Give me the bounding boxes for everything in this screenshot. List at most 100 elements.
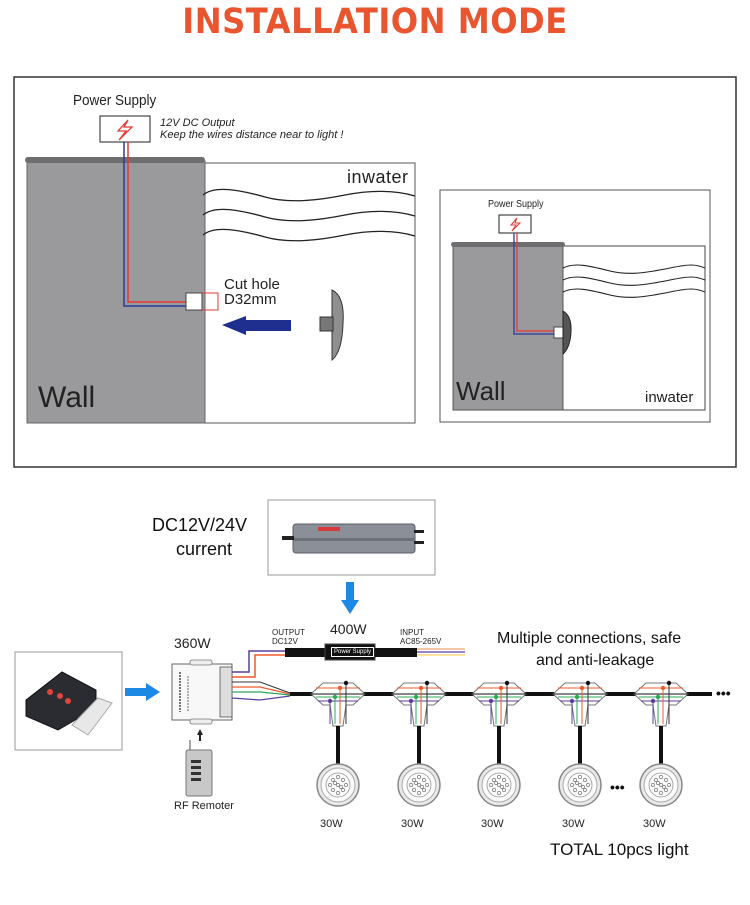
terminal-dot-purple [488,698,494,704]
led-dot [341,778,345,782]
output-note-line2: Keep the wires distance near to light ! [160,129,344,141]
led-dot [664,778,668,782]
out-wire-black [232,681,291,694]
inset-water-area [562,245,706,411]
terminal-dot-green [493,694,499,700]
pool-lights [316,763,683,807]
terminal-dot-orange [660,685,666,691]
dc-cable [285,648,325,657]
controller-photo [14,651,123,751]
water-area [204,162,416,424]
power-supply-box [99,115,151,143]
led-dot [344,783,348,787]
led-dot [662,785,666,789]
terminal-dot-purple [650,698,656,704]
pool-light-side-icon [331,289,344,362]
remote-controller-box [171,659,233,725]
right-arrow-icon [125,683,160,701]
wall-top-cap [25,157,205,163]
rf-remote-label: RF Remoter [174,800,234,812]
led-dot [328,783,332,787]
input-label-line2: AC85-265V [400,637,442,646]
ac-cable [375,648,417,657]
water-wave-1 [202,188,416,202]
main-installation-diagram [25,115,416,424]
junction-shell [471,682,527,727]
led-dot [412,778,416,782]
inset-wire-red [516,233,556,332]
inset-power-supply-box [498,214,532,234]
led-dot [664,788,668,792]
remote-button [191,772,201,775]
hole-dimension-marker [202,292,219,311]
inset-water-label: inwater [645,389,694,406]
power-supply-cable-right-1 [414,530,424,533]
terminal-dot-black [504,680,510,686]
led-dot [583,788,587,792]
out-wire-orange [232,686,291,695]
controller-tab-top [189,659,213,666]
terminal-dot-orange [498,685,504,691]
total-lights-label: TOTAL 10pcs light [550,840,689,859]
supply-caption-voltage: DC12V/24V [152,515,248,535]
led-dot [494,781,498,785]
water-label: inwater [347,167,409,187]
led-dot [414,781,418,785]
inset-installed-diagram [439,189,711,423]
led-dot [497,783,501,787]
dc-wire-orange [232,654,285,678]
pool-light-icon [558,763,602,807]
junction-box [391,680,447,768]
power-supply-cable-left [282,536,294,540]
led-dot [573,788,577,792]
power-supply-power-label: 400W [330,621,367,637]
led-dot [336,783,340,787]
water-wave-2 [202,208,416,222]
out-wire-purple [231,695,291,701]
water-wave-3 [202,228,416,242]
led-dot [492,778,496,782]
led-dot [654,778,658,782]
led-ring [486,772,512,798]
junction-shell [633,682,689,727]
out-wire-green [232,691,291,696]
led-dot [651,783,655,787]
light-power-label: 30W [481,818,504,830]
led-ring [648,772,674,798]
wall-label: Wall [38,381,96,414]
inset-wave-2 [562,276,706,286]
terminal-dot-orange [337,685,343,691]
terminal-dot-purple [569,698,575,704]
inset-wire-blue [513,233,556,335]
led-dot [586,783,590,787]
led-dot [489,783,493,787]
junction-shell [391,682,447,727]
terminal-dot-orange [418,685,424,691]
controller-button [65,698,71,704]
junction-shell [310,682,366,727]
led-dot [505,783,509,787]
feature-line2: and anti-leakage [536,652,655,669]
page-title: INSTALLATION MODE [182,2,568,42]
light-power-label: 30W [401,818,424,830]
terminal-dot-green [655,694,661,700]
led-dot [422,788,426,792]
junction-box [552,680,608,768]
led-dot [336,775,340,779]
led-dot [497,791,501,795]
power-supply-label-sticker [318,527,340,531]
led-dot [500,785,504,789]
led-dot [502,778,506,782]
led-dot [422,778,426,782]
led-dot [583,778,587,782]
led-dot [578,791,582,795]
led-dot [412,788,416,792]
led-dot [331,788,335,792]
pool-light-icon [397,763,441,807]
led-dot [570,783,574,787]
remote-button [191,778,201,781]
pool-light-icon [477,763,521,807]
junction-box [471,680,527,768]
led-dot [575,781,579,785]
led-dot [581,785,585,789]
